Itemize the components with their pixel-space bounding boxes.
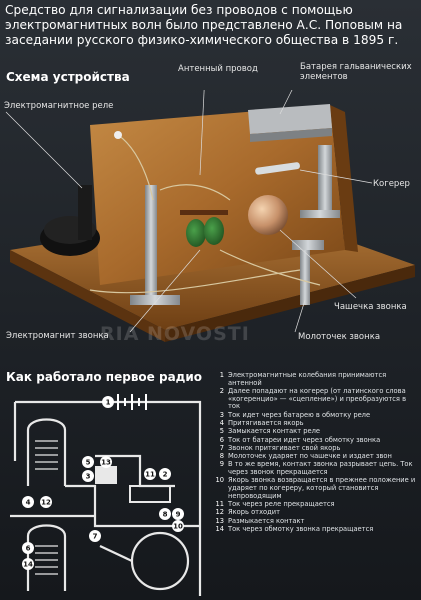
step-number: 11 [215,500,224,509]
step-text: Якорь отходит [228,508,280,517]
step-number: 4 [219,419,224,427]
step-text: Ток через реле прекращается [228,500,335,509]
svg-text:12: 12 [41,499,51,507]
step-item: 14 Ток через обмотку звонка прекращается [214,525,419,534]
label-bell-cup: Чашечка звонка [334,302,407,312]
circuit-badge: 2 [159,468,171,480]
step-text: Притягивается якорь [228,419,304,427]
step-number: 3 [219,410,224,419]
step-item: 10 Якорь звонка возвращается в прежнее по… [214,477,419,500]
circuit-badge: 7 [89,530,101,542]
circuit-badge: 9 [172,508,184,520]
step-number: 12 [215,508,224,517]
label-coherer: Когерер [373,179,410,189]
step-item: 5 Замыкается контакт реле [214,428,419,436]
step-text: Ток от батареи идет через обмотку звонка [228,435,381,444]
step-number: 2 [219,387,224,395]
scheme-title: Схема устройства [6,70,130,84]
relay-contact-icon [95,466,117,484]
svg-text:2: 2 [163,471,168,479]
step-text: Размыкается контакт [228,516,305,525]
step-item: 6 Ток от батареи идет через обмотку звонк… [214,435,419,445]
circuit-badge: 14 [22,558,34,570]
svg-text:3: 3 [86,473,91,481]
step-text: Замыкается контакт реле [228,427,320,436]
battery-symbol-icon [117,394,147,410]
circuit-badge: 6 [22,542,34,554]
step-number: 8 [219,452,224,461]
svg-text:10: 10 [173,523,183,531]
step-item: 12 Якорь отходит [214,509,419,517]
step-text: Электромагнитные колебания принимаются а… [228,371,387,387]
step-text: В то же время, контакт звонка разрывает … [228,460,413,477]
step-number: 9 [219,460,224,469]
bell-magnet-icon [186,219,206,247]
svg-text:4: 4 [26,499,31,507]
step-item: 1 Электромагнитные колебания принимаются … [214,371,419,387]
circuit-badge: 3 [82,470,94,482]
label-antenna: Антенный провод [178,64,258,74]
svg-text:9: 9 [176,511,181,519]
header-text: Средство для сигнализации без проводов с… [5,3,403,47]
bell-hammer-icon [292,240,324,250]
step-item: 4 Притягивается якорь [214,419,419,428]
steps-list: 1 Электромагнитные колебания принимаются … [214,371,419,534]
svg-text:8: 8 [163,511,168,519]
svg-text:1: 1 [106,399,111,407]
step-number: 5 [219,427,224,436]
step-number: 6 [219,435,224,444]
svg-text:7: 7 [93,533,98,541]
svg-text:5: 5 [86,459,91,467]
step-number: 14 [215,525,224,534]
label-bell-hammer: Молоточек звонка [298,332,381,342]
svg-text:13: 13 [101,459,111,467]
circuit-badge: 11 [144,468,156,480]
step-text: Далее попадают на когерер (от латинского… [228,387,407,411]
step-number: 1 [219,371,224,379]
circuit-badge: 13 [100,456,112,468]
svg-text:14: 14 [23,561,33,569]
step-item: 9 В то же время, контакт звонка разрывает… [214,460,419,477]
circuit-badge: 12 [40,496,52,508]
radio-title: Как работало первое радио [6,370,203,384]
step-text: Ток идет через батарею в обмотку реле [228,410,371,419]
circuit-badge: 4 [22,496,34,508]
svg-text:11: 11 [145,471,155,479]
step-item: 13 Размыкается контакт [214,516,419,526]
label-bell-magnet: Электромагнит звонка [6,331,109,341]
label-battery: Батарея гальванических элементов [300,62,412,82]
step-number: 13 [215,516,224,525]
step-item: 8 Молоточек ударяет по чашечке и издает з… [214,452,419,461]
watermark: RIA NOVOSTI [100,323,250,345]
coherer-icon [255,162,300,175]
step-text: Звонок притягивает свой якорь [228,443,341,452]
step-item: 2 Далее попадают на когерер (от латинског… [214,387,419,411]
step-item: 7 Звонок притягивает свой якорь [214,443,419,453]
step-item: 3 Ток идет через батарею в обмотку реле [214,410,419,420]
step-number: 7 [219,443,224,452]
circuit-badge: 8 [159,508,171,520]
label-relay: Электромагнитное реле [4,101,114,111]
step-item: 11 Ток через реле прекращается [214,500,419,509]
bell-cup-icon [248,195,288,235]
step-number: 10 [215,476,224,485]
circuit-badge: 5 [82,456,94,468]
device-illustration [5,90,415,342]
step-text: Якорь звонка возвращается в прежнее поло… [228,476,416,500]
circuit-badge: 10 [172,520,184,532]
circuit-badge: 1 [102,396,114,408]
svg-text:6: 6 [26,545,31,553]
step-text: Ток через обмотку звонка прекращается [228,525,374,534]
step-text: Молоточек ударяет по чашечке и издает зв… [228,452,392,461]
battery-box-icon [248,104,332,134]
